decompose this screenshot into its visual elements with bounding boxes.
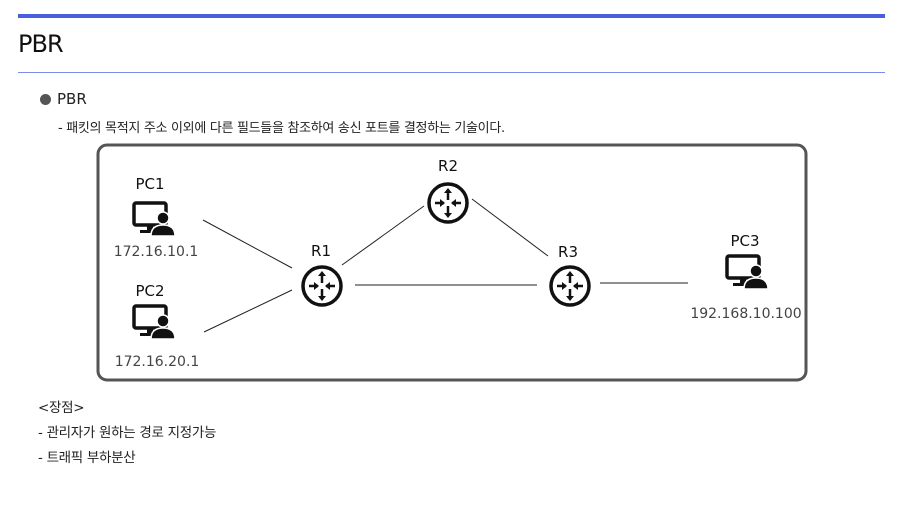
pc-label: PC1 [135, 175, 164, 193]
pc-user-icon [132, 304, 177, 341]
pc-pc2: PC2 172.16.20.1 [115, 282, 200, 370]
pc-ip: 172.16.20.1 [115, 354, 200, 370]
bullet-dot-icon [40, 93, 51, 105]
advantage-item-1: - 관리자가 원하는 경로 지정가능 [38, 425, 217, 441]
router-r1: R1 [301, 242, 343, 307]
advantages-heading: <장점> [38, 400, 85, 416]
title-divider [18, 72, 885, 73]
router-icon [549, 265, 591, 307]
link-r2-r3 [471, 198, 549, 257]
pc-pc1: PC1 172.16.10.1 [114, 175, 199, 260]
link-pc2-r1 [203, 289, 293, 333]
router-r3: R3 [549, 243, 591, 307]
bullet-description: - 패킷의 목적지 주소 이외에 다른 필드들을 참조하여 송신 포트를 결정하… [58, 121, 505, 136]
router-icon [301, 265, 343, 307]
pc-user-icon [132, 201, 177, 238]
router-r2: R2 [427, 157, 469, 224]
router-label: R2 [438, 157, 458, 175]
router-label: R3 [558, 243, 578, 261]
pc-user-icon [725, 254, 770, 291]
advantage-item-2: - 트래픽 부하분산 [38, 450, 136, 466]
top-accent-bar [18, 14, 885, 18]
bullet-item: PBR [40, 90, 87, 108]
link-r1-r2 [341, 205, 425, 266]
router-label: R1 [311, 242, 331, 260]
link-pc1-r1 [202, 219, 293, 269]
pc-ip: 192.168.10.100 [690, 306, 801, 322]
pc-label: PC3 [730, 232, 759, 250]
pc-ip: 172.16.10.1 [114, 244, 199, 260]
bullet-label: PBR [57, 90, 87, 108]
pc-pc3: PC3 192.168.10.100 [690, 232, 801, 322]
diagram-frame [96, 143, 808, 382]
pc-label: PC2 [135, 282, 164, 300]
page-title: PBR [18, 30, 64, 58]
router-icon [427, 182, 469, 224]
